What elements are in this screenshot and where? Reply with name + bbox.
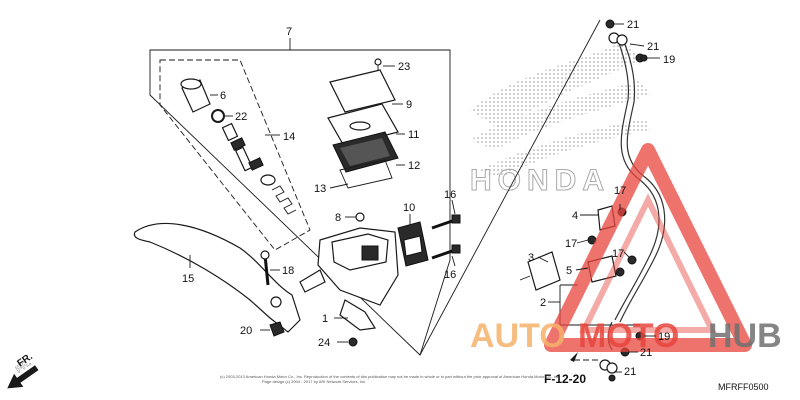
part-9-reservoir-cap (329, 69, 403, 113)
callout-24: 24 (318, 337, 330, 349)
part-8-screw (345, 212, 365, 222)
callout-21-a: 21 (627, 19, 639, 31)
callout-23: 23 (398, 61, 410, 73)
assembly-14-outline (159, 59, 311, 251)
callout-3: 3 (528, 252, 534, 264)
part-22-circlip (211, 109, 233, 123)
reference-label: F-12-20 (544, 372, 586, 386)
part-18-pivot-bolt (260, 250, 280, 286)
callout-13: 13 (314, 183, 326, 195)
front-arrow: FR. (7, 357, 39, 389)
callout-6: 6 (220, 90, 226, 102)
reference-line (419, 19, 601, 356)
copyright-line-1: (c) 2003-2013 American Honda Motor Co., … (220, 374, 560, 379)
watermark-auto: AUTO (470, 317, 566, 355)
part-6-boot (180, 78, 218, 113)
callout-20: 20 (240, 325, 252, 337)
callout-7: 7 (286, 26, 292, 38)
callout-16-lower: 16 (444, 269, 456, 281)
callout-21-d: 21 (624, 366, 636, 378)
callout-12: 12 (408, 160, 420, 172)
watermark-wordmark: AUTO MOTO HUB (470, 317, 782, 355)
watermark-logo (544, 143, 752, 352)
callout-8: 8 (335, 212, 341, 224)
callout-5: 5 (566, 265, 572, 277)
part-10-holder-clamp (397, 214, 429, 267)
honda-logo-text: HONDA (470, 164, 610, 197)
part-16-bolt-upper (431, 199, 461, 230)
callout-11: 11 (408, 129, 419, 141)
callout-19-b: 19 (658, 331, 670, 343)
part-13-gasket (329, 159, 393, 189)
callout-21-b: 21 (647, 41, 659, 53)
callout-19-a: 19 (663, 54, 675, 66)
part-3-clamp (519, 251, 561, 291)
watermark-hub: HUB (708, 317, 782, 355)
part-21-bolt-top (605, 19, 645, 63)
callout-17-a: 17 (614, 185, 626, 197)
callout-10: 10 (403, 202, 415, 214)
callout-1: 1 (322, 313, 328, 325)
honda-wing-logo: HONDA (470, 40, 650, 198)
callout-14: 14 (283, 131, 295, 143)
watermark-moto: MOTO (578, 317, 679, 355)
reference-callout: F-12-20 (544, 352, 600, 386)
callout-21-c: 21 (640, 347, 652, 359)
callout-2: 2 (540, 297, 546, 309)
callout-4: 4 (572, 210, 578, 222)
callout-22: 22 (235, 111, 247, 123)
callout-16-upper: 16 (444, 189, 456, 201)
part-1-master-cylinder (299, 227, 399, 331)
part-24-screw (337, 337, 358, 347)
callout-labels: 7 6 22 14 23 9 11 12 13 8 10 16 16 1 24 … (182, 19, 675, 378)
callout-15: 15 (182, 273, 194, 285)
callout-17-b: 17 (565, 238, 577, 250)
assembly-7-outline (149, 49, 451, 356)
part-16-bolt-lower (431, 244, 461, 267)
callout-18: 18 (282, 265, 294, 277)
copyright-line-2: Page design (c) 2004 - 2017 by ARI Netwo… (262, 379, 366, 384)
diagram-code: MFRFF0500 (718, 382, 769, 392)
leader-lines (537, 23, 660, 373)
part-15-brake-lever (133, 222, 301, 333)
part-20-nut (260, 321, 285, 337)
callout-9: 9 (406, 99, 412, 111)
part-12-diaphragm (332, 131, 405, 173)
part-14-piston-set (221, 122, 297, 215)
callout-17-c: 17 (612, 248, 624, 260)
brake-hose-upper-inner (619, 41, 666, 323)
